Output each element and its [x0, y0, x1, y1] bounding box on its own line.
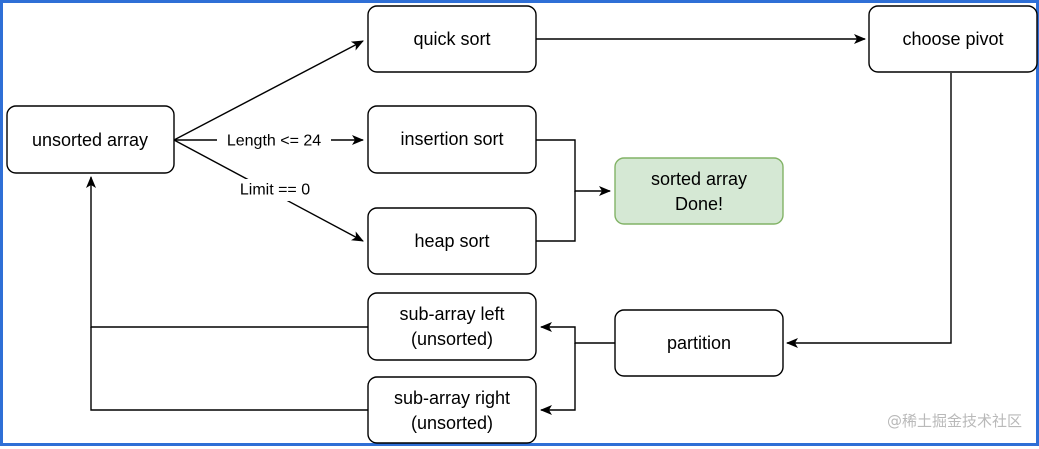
edge-insertion-to-sorted	[536, 139, 611, 196]
edge-subright-to-unsorted	[90, 327, 368, 411]
node-choose-pivot[interactable]: choose pivot	[868, 5, 1038, 73]
edge-subleft-to-unsorted	[86, 176, 368, 328]
node-label-line2: Done!	[675, 194, 723, 214]
node-label-line1: sorted array	[651, 169, 747, 189]
edge-heapsort-to-sorted	[536, 191, 576, 242]
node-sub-array-right[interactable]: sub-array right (unsorted)	[367, 376, 537, 444]
node-partition[interactable]: partition	[614, 309, 784, 377]
node-label: choose pivot	[902, 29, 1003, 49]
edge-partition-to-subright	[540, 343, 576, 415]
node-heap-sort[interactable]: heap sort	[367, 207, 537, 275]
limit-label-bg	[231, 179, 319, 201]
edge-label-length: Length <= 24	[227, 133, 321, 150]
length-label-bg	[217, 130, 331, 152]
edge-pivot-to-partition	[786, 73, 952, 348]
node-label: partition	[667, 333, 731, 353]
node-label-line2: (unsorted)	[411, 329, 493, 349]
node-label: insertion sort	[400, 129, 503, 149]
node-sub-array-left[interactable]: sub-array left (unsorted)	[367, 292, 537, 361]
edge-partition-to-subleft	[540, 322, 615, 344]
node-label-line1: sub-array right	[394, 388, 510, 408]
node-label: heap sort	[414, 231, 489, 251]
edge-label-limit: Limit == 0	[240, 182, 310, 199]
node-unsorted-array[interactable]: unsorted array	[6, 105, 175, 174]
flowchart-canvas: Length <= 24 Limit == 0 unsorted array q…	[6, 5, 1038, 444]
node-label-line2: (unsorted)	[411, 413, 493, 433]
node-label: unsorted array	[32, 130, 148, 150]
node-sorted-array-done[interactable]: sorted array Done!	[614, 157, 784, 225]
node-quick-sort[interactable]: quick sort	[367, 5, 537, 73]
edge-unsorted-to-quicksort	[173, 40, 364, 141]
node-label-line1: sub-array left	[399, 304, 504, 324]
node-insertion-sort[interactable]: insertion sort	[367, 105, 537, 174]
node-label: quick sort	[413, 29, 490, 49]
watermark-text: @稀土掘金技术社区	[886, 412, 1022, 430]
